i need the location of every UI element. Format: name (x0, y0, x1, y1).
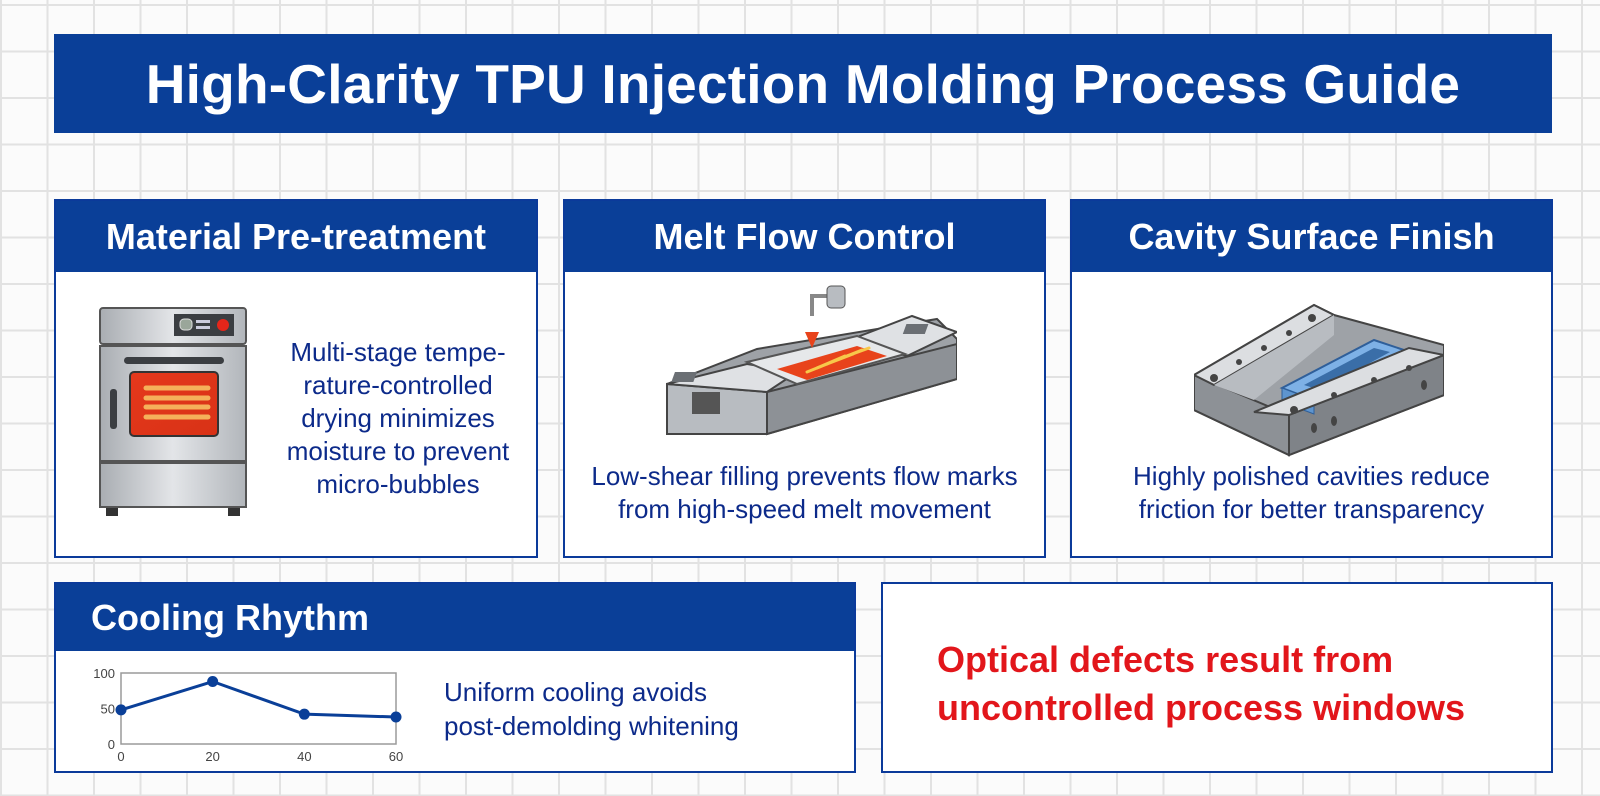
warning-line: uncontrolled process windows (937, 687, 1466, 728)
desc-line: moisture to prevent (286, 436, 510, 466)
chart-frame (120, 672, 397, 745)
warning-text: Optical defects result from uncontrolled… (937, 636, 1465, 732)
data-point (298, 708, 310, 720)
drying-oven-icon (99, 307, 247, 516)
card-heading: Cooling Rhythm (56, 584, 854, 651)
card-cavity-surface-finish: Cavity Surface Finish Highly polished ca… (1070, 199, 1553, 558)
cooling-chart: 0 50 100 0 20 40 60 (93, 666, 403, 764)
title-banner: High-Clarity TPU Injection Molding Proce… (54, 34, 1552, 133)
warning-line: Optical defects result from (937, 639, 1394, 680)
desc-line: Highly polished cavities reduce (1133, 461, 1490, 491)
page-title: High-Clarity TPU Injection Molding Proce… (145, 52, 1461, 115)
desc-line: Uniform cooling avoids (444, 677, 708, 707)
series-line (120, 679, 397, 719)
y-tick-label: 100 (93, 666, 115, 681)
x-tick-label: 0 (117, 749, 124, 764)
card-material-pretreatment: Material Pre-treatment Multi-stage tempe… (54, 199, 538, 558)
desc-line: from high-speed melt movement (618, 494, 991, 524)
data-point (115, 704, 127, 716)
y-tick-label: 0 (108, 737, 115, 752)
data-point (390, 711, 402, 723)
card-heading: Melt Flow Control (565, 201, 1044, 272)
desc-line: micro-bubbles (316, 469, 480, 499)
data-point (207, 676, 219, 688)
card-heading: Cavity Surface Finish (1072, 201, 1551, 272)
desc-line: rature-controlled (303, 370, 493, 400)
mold-injection-icon (666, 285, 957, 436)
card-cooling-rhythm: Cooling Rhythm 0 50 100 0 20 40 60 Uniform coo… (54, 582, 856, 773)
x-tick-label: 60 (389, 749, 403, 764)
polished-cavity-mold-icon (1194, 303, 1444, 457)
desc-line: Multi-stage tempe- (290, 337, 506, 367)
warning-card: Optical defects result from uncontrolled… (881, 582, 1553, 773)
desc-line: post-demolding whitening (444, 711, 739, 741)
x-tick-label: 40 (297, 749, 311, 764)
x-tick-label: 20 (205, 749, 219, 764)
desc-line: friction for better transparency (1138, 494, 1485, 524)
desc-line: drying minimizes (301, 403, 495, 433)
y-tick-label: 50 (101, 702, 115, 717)
card-melt-flow-control: Melt Flow Control Low-shear filling prev… (563, 199, 1046, 558)
card-heading: Material Pre-treatment (56, 201, 536, 272)
desc-line: Low-shear filling prevents flow marks (591, 461, 1018, 491)
